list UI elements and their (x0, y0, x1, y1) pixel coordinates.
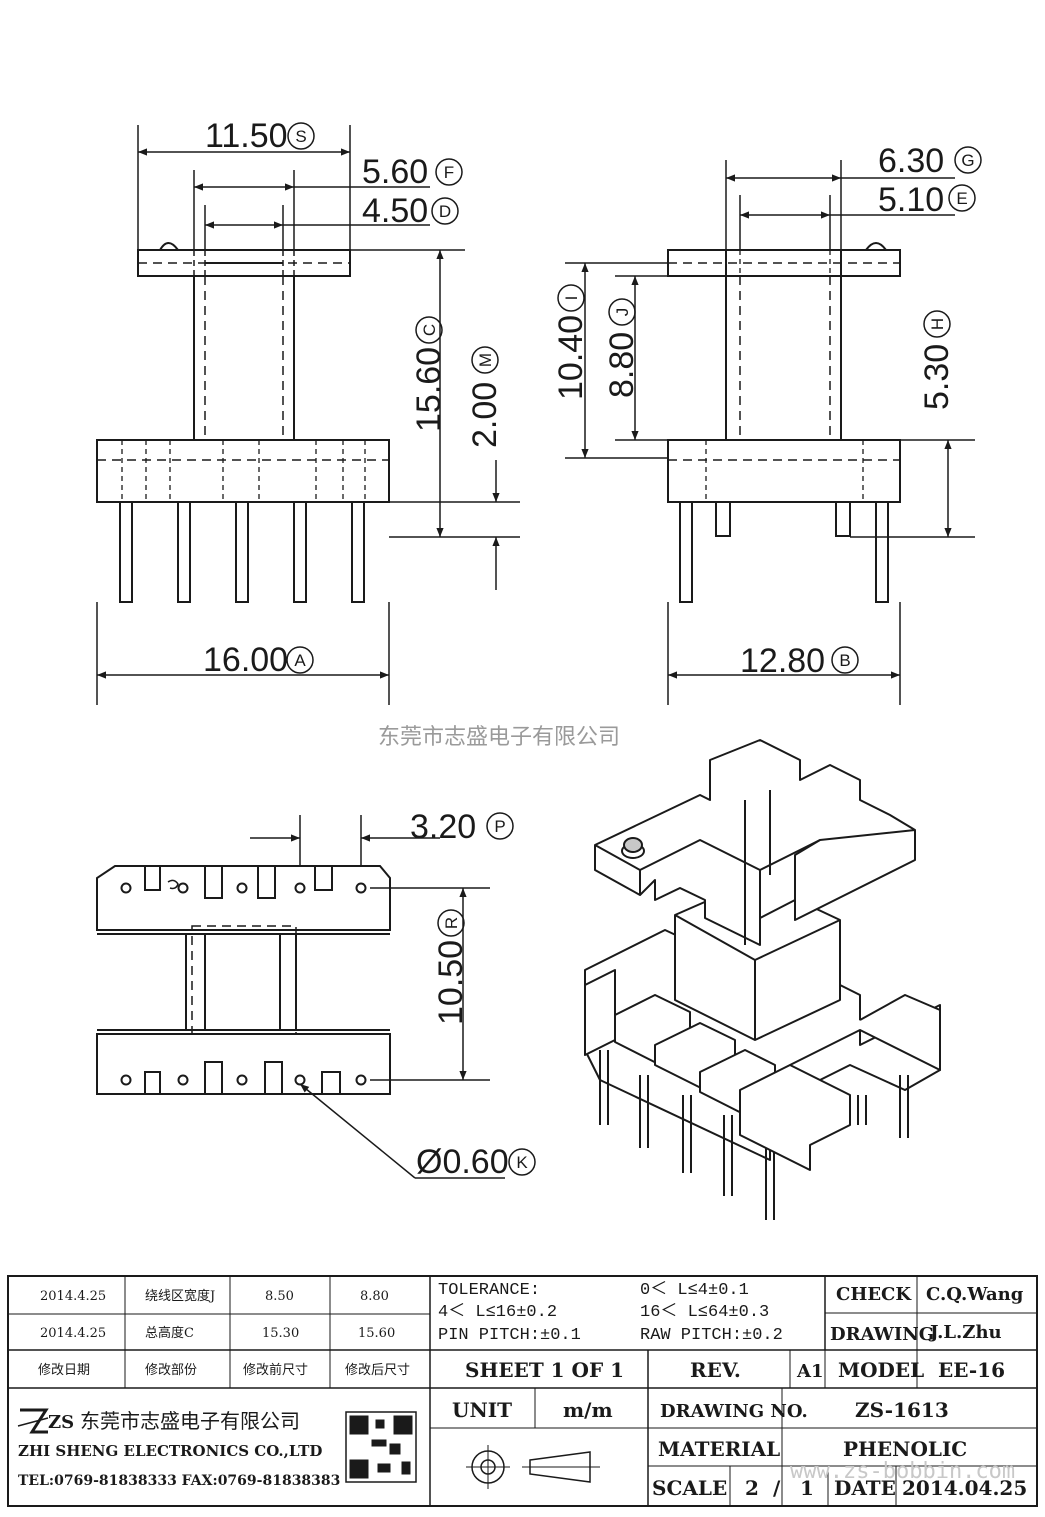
rev-header-date: 修改日期 (38, 1363, 90, 1378)
dim-p-value: 3.20 (410, 808, 476, 846)
front-dimensions (96, 125, 520, 705)
rev-row1-after: 8.80 (360, 1289, 389, 1304)
dim-h-letter: H (928, 318, 947, 330)
check-label: CHECK (836, 1284, 912, 1305)
tolerance-line3-right: RAW PITCH:±0.2 (640, 1326, 783, 1345)
tolerance-line2-right: 16＜ L≤64±0.3 (640, 1303, 769, 1322)
material-label: MATERIAL (658, 1437, 780, 1461)
dim-j-value: 8.80 (603, 332, 641, 398)
model-label: MODEL (838, 1358, 924, 1382)
dim-b-letter: B (839, 651, 850, 670)
dim-a-value: 16.00 (203, 641, 288, 679)
rev-row1-before: 8.50 (265, 1289, 294, 1304)
dim-g-value: 6.30 (878, 142, 944, 180)
title-block-fields: CHECK C.Q.Wang DRAWING J.L.Zhu SHEET 1 O… (452, 1284, 1027, 1500)
dim-r-letter: R (442, 917, 461, 929)
watermark-company: 东莞市志盛电子有限公司 (378, 725, 620, 750)
check-value: C.Q.Wang (926, 1284, 1024, 1305)
dim-k-letter: K (516, 1153, 528, 1172)
dim-m-value: 2.00 (466, 382, 504, 448)
dim-s-value: 11.50 (205, 117, 288, 155)
company-name-en: ZHI SHENG ELECTRONICS CO.,LTD (18, 1442, 322, 1460)
unit-value: m/m (563, 1398, 613, 1422)
dimension-labels: 11.50 S 5.60 F 4.50 D 15.60 C 2.00 M 16.… (203, 117, 982, 1181)
rev-header-after: 修改后尺寸 (345, 1363, 410, 1378)
date-label: DATE (834, 1476, 896, 1500)
company-contact: TEL:0769-81838333 FAX:0769-81838383 (18, 1473, 340, 1489)
isometric-view (584, 739, 941, 1220)
rev-row1-date: 2014.4.25 (40, 1289, 106, 1304)
dim-e-value: 5.10 (878, 181, 944, 219)
dim-i-value: 10.40 (552, 315, 590, 400)
scale-den: 1 (800, 1476, 814, 1500)
company-logo: ZS (48, 1412, 74, 1433)
tolerance-line3-left: PIN PITCH:±0.1 (438, 1326, 581, 1345)
dim-d-letter: D (439, 202, 451, 221)
rev-header-part: 修改部份 (145, 1363, 197, 1378)
dim-a-letter: A (294, 651, 306, 670)
rev-row2-part: 总高度C (145, 1325, 194, 1341)
dim-s-letter: S (295, 127, 306, 146)
tolerance-title: TOLERANCE: (438, 1281, 540, 1300)
drawing-label: DRAWING (830, 1324, 934, 1345)
dim-c-value: 15.60 (410, 347, 448, 432)
bottom-dimensions (250, 815, 505, 1179)
drawing-no-value: ZS-1613 (855, 1398, 949, 1422)
side-view (667, 242, 901, 603)
bottom-view (96, 865, 391, 1095)
tolerance-line2-left: 4＜ L≤16±0.2 (438, 1303, 557, 1322)
rev-value: A1 (796, 1361, 824, 1382)
dim-c-letter: C (420, 324, 439, 336)
unit-label: UNIT (452, 1398, 512, 1422)
dim-h-value: 5.30 (918, 344, 956, 410)
scale-sep: / (773, 1476, 781, 1500)
rev-row1-part: 绕线区宽度J (145, 1288, 215, 1304)
date-value: 2014.04.25 (902, 1476, 1027, 1500)
watermark-url: www.zs-bobbin.com (790, 1459, 1015, 1484)
rev-label: REV. (690, 1358, 741, 1382)
dim-p-letter: P (494, 817, 505, 836)
dim-f-letter: F (444, 163, 454, 182)
dim-f-value: 5.60 (362, 153, 428, 191)
scale-num: 2 (745, 1476, 759, 1500)
rev-header-before: 修改前尺寸 (243, 1362, 308, 1378)
dim-r-value: 10.50 (432, 940, 470, 1025)
sheet-label: SHEET 1 OF 1 (465, 1358, 624, 1382)
dim-j-letter: J (613, 308, 632, 317)
material-value: PHENOLIC (843, 1437, 967, 1461)
company-name-cn: 东莞市志盛电子有限公司 (80, 1409, 300, 1433)
tolerance-notes: TOLERANCE: 0＜ L≤4±0.1 4＜ L≤16±0.2 16＜ L≤… (438, 1281, 783, 1345)
dim-g-letter: G (961, 151, 974, 170)
drawing-no-label: DRAWING NO. (660, 1401, 808, 1422)
tolerance-line1-right: 0＜ L≤4±0.1 (640, 1281, 749, 1300)
model-value: EE-16 (938, 1358, 1005, 1382)
dim-i-letter: I (562, 296, 581, 301)
rev-row2-date: 2014.4.25 (40, 1326, 106, 1341)
scale-label: SCALE (652, 1476, 727, 1500)
dim-e-letter: E (956, 189, 967, 208)
side-dimensions (565, 160, 975, 705)
company-info: ZS 东莞市志盛电子有限公司 ZHI SHENG ELECTRONICS CO.… (18, 1409, 340, 1489)
dim-d-value: 4.50 (362, 192, 428, 230)
front-view (96, 242, 390, 603)
title-block (7, 1275, 1038, 1507)
drawing-value: J.L.Zhu (928, 1322, 1002, 1343)
revision-table: 2014.4.25 绕线区宽度J 8.50 8.80 2014.4.25 总高度… (38, 1288, 410, 1378)
dim-m-letter: M (476, 353, 495, 367)
dim-k-value: Ø0.60 (416, 1143, 509, 1181)
dim-b-value: 12.80 (740, 642, 825, 680)
rev-row2-after: 15.60 (358, 1326, 395, 1341)
rev-row2-before: 15.30 (262, 1326, 299, 1341)
